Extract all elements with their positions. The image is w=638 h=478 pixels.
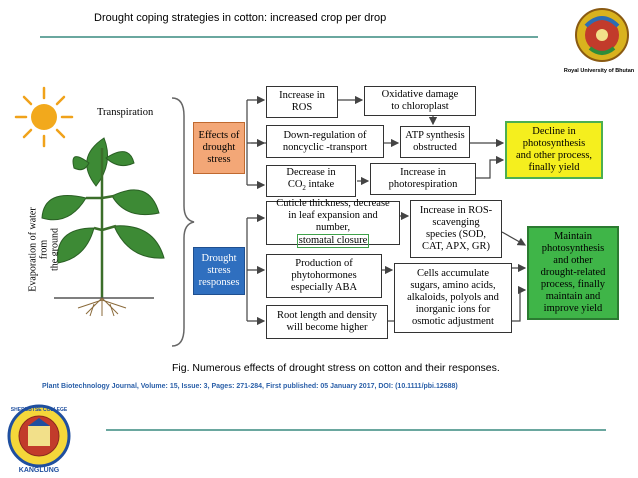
root-length-box: Root length and density will become high… <box>266 305 388 339</box>
oxidative-damage-box: Oxidative damage to chloroplast <box>364 86 476 116</box>
ros-scavenging-box: Increase in ROS- scavenging species (SOD… <box>410 200 502 258</box>
decline-photosynthesis-box: Decline in photosynthesis and other proc… <box>505 121 603 179</box>
co2-suffix: intake <box>305 179 335 191</box>
phytohormones-box: Production of phytohormones especially A… <box>266 254 382 298</box>
brace-connector <box>171 97 195 347</box>
sun-icon <box>14 86 74 148</box>
photorespiration-box: Increase in photorespiration <box>370 163 476 195</box>
maintain-photosynthesis-box: Maintain photosynthesis and other drough… <box>527 226 619 320</box>
cuticle-box: Cuticle thickness, decrease in leaf expa… <box>266 198 400 248</box>
university-label: Royal University of Bhutan <box>563 68 635 74</box>
atp-synthesis-box: ATP synthesis obstructed <box>400 126 470 158</box>
cuticle-text: Cuticle thickness, decrease in leaf expa… <box>276 198 390 233</box>
co2-main: CO <box>287 179 303 191</box>
bottom-divider <box>106 429 606 431</box>
college-logo-top-text: SHERUBTSE COLLEGE <box>11 407 68 413</box>
increase-ros-box: Increase in ROS <box>266 86 338 118</box>
transpiration-label: Transpiration <box>97 107 154 118</box>
college-logo: KANGLUNG SHERUBTSE COLLEGE <box>7 404 71 474</box>
figure-caption: Fig. Numerous effects of drought stress … <box>172 362 500 374</box>
co2-line2: CO2 intake <box>288 179 334 194</box>
drought-stress-responses-box: Drought stress responses <box>193 247 245 295</box>
slide-title: Drought coping strategies in cotton: inc… <box>94 12 387 24</box>
down-regulation-box: Down-regulation of noncyclic -transport <box>266 125 384 158</box>
cells-accumulate-box: Cells accumulate sugars, amino acids, al… <box>394 263 512 333</box>
stomatal-closure-highlight: stomatal closure <box>296 234 370 248</box>
co2-line1: Decrease in <box>286 167 336 179</box>
co2-intake-box: Decrease in CO2 intake <box>266 165 356 197</box>
citation: Plant Biotechnology Journal, Volume: 15,… <box>42 383 458 390</box>
cotton-plant-icon <box>41 137 165 317</box>
university-logo <box>575 8 629 62</box>
effects-of-drought-stress-box: Effects of drought stress <box>193 122 245 174</box>
top-divider <box>40 36 538 38</box>
college-logo-bottom-text: KANGLUNG <box>19 467 60 474</box>
co2-sub: 2 <box>302 184 306 193</box>
